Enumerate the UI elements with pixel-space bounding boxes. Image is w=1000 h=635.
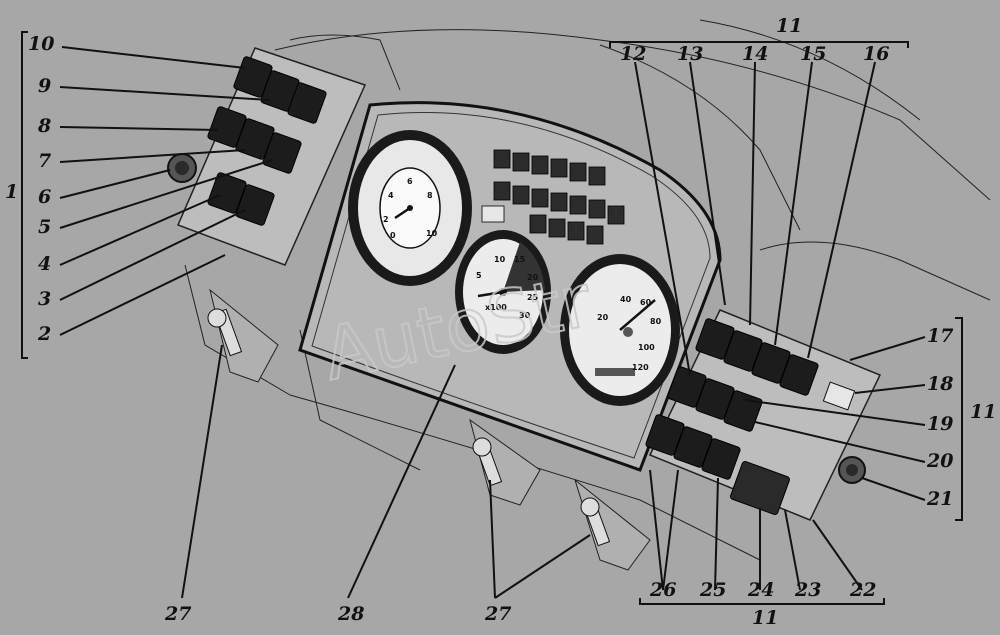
speedometer-gauge: 20 40 60 80 100 120	[560, 254, 680, 406]
label-12: 12	[620, 43, 646, 65]
small-dial-tick: 4	[388, 191, 394, 200]
tacho-tick: 5	[476, 271, 482, 280]
speedo-tick: 100	[638, 343, 655, 352]
label-1: 1	[5, 181, 18, 203]
label-20: 20	[926, 450, 953, 472]
label-24: 24	[747, 579, 774, 601]
tachometer-gauge: 0 2 4 6 8 10	[348, 130, 472, 286]
label-23: 23	[794, 579, 821, 601]
screw-27-center-b	[574, 478, 651, 571]
label-11-right: 11	[970, 401, 996, 423]
label-25: 25	[699, 579, 726, 601]
label-5: 5	[38, 216, 51, 238]
label-11-top: 11	[776, 15, 802, 37]
callout-labels: 10 9 8 7 6 5 4 3 2 1 11 12 13 14 15 16 1…	[5, 15, 996, 629]
tacho-tick: 20	[527, 273, 539, 282]
label-10: 10	[28, 33, 54, 55]
label-7: 7	[38, 150, 51, 172]
label-13: 13	[677, 43, 703, 65]
label-8: 8	[37, 115, 51, 137]
small-dial-tick: 6	[407, 177, 413, 186]
leader-lines	[59, 46, 926, 599]
switch-25[interactable]	[701, 438, 741, 480]
label-9: 9	[38, 75, 51, 97]
tacho-tick: 30	[519, 311, 531, 320]
speedo-tick: 20	[597, 313, 609, 322]
label-14: 14	[742, 43, 768, 65]
tacho-tick: 10	[494, 255, 506, 264]
right-switches	[645, 318, 819, 515]
tacho-unit: x100	[485, 303, 507, 312]
knob-6[interactable]	[167, 153, 197, 183]
label-11-bottom: 11	[752, 607, 778, 629]
label-26: 26	[649, 579, 676, 601]
small-dial-tick: 2	[383, 215, 389, 224]
label-27-left: 27	[164, 603, 191, 625]
tacho-tick: 15	[514, 255, 526, 264]
switch-9b[interactable]	[287, 82, 327, 124]
small-dial-tick: 10	[426, 229, 438, 238]
speedo-tick: 80	[650, 317, 662, 326]
label-18: 18	[927, 373, 953, 395]
switch-3[interactable]	[235, 184, 275, 226]
hazard-switch-24[interactable]	[730, 461, 791, 516]
small-dial-tick: 0	[390, 231, 396, 240]
label-16: 16	[863, 43, 889, 65]
label-28: 28	[337, 603, 364, 625]
label-22: 22	[849, 579, 876, 601]
rpm-gauge: 5 10 15 20 25 30 x100	[455, 230, 551, 354]
switch-16b[interactable]	[779, 354, 819, 396]
label-2: 2	[37, 323, 51, 345]
label-19: 19	[927, 413, 953, 435]
bracket-11-top	[609, 41, 909, 48]
label-4: 4	[38, 253, 51, 275]
label-3: 3	[38, 288, 51, 310]
cab-outline	[184, 19, 991, 561]
left-switches	[207, 56, 327, 226]
bracket-11-bottom	[639, 598, 885, 605]
speedo-tick: 120	[632, 363, 649, 372]
screw-27-center-a	[469, 418, 541, 506]
small-dial-ticks: 0 2 4 6 8 10	[383, 177, 438, 240]
tacho-ticks: 5 10 15 20 25 30 x100	[476, 255, 539, 320]
small-dial-tick: 8	[427, 191, 433, 200]
speedo-tick: 60	[640, 298, 652, 307]
label-21: 21	[926, 488, 953, 510]
screw-27-left	[207, 288, 279, 383]
bracket-11-right	[955, 317, 963, 521]
speedo-tick: 40	[620, 295, 632, 304]
label-27-center: 27	[484, 603, 511, 625]
label-17: 17	[927, 325, 953, 347]
speedo-ticks: 20 40 60 80 100 120	[597, 295, 662, 372]
label-15: 15	[800, 43, 826, 65]
tacho-tick: 25	[527, 293, 539, 302]
switch-5[interactable]	[262, 132, 302, 174]
label-6: 6	[38, 186, 51, 208]
knob-21[interactable]	[838, 456, 866, 484]
warning-lamps	[481, 149, 625, 245]
indicator-18	[822, 381, 856, 411]
bracket-1	[21, 31, 28, 359]
